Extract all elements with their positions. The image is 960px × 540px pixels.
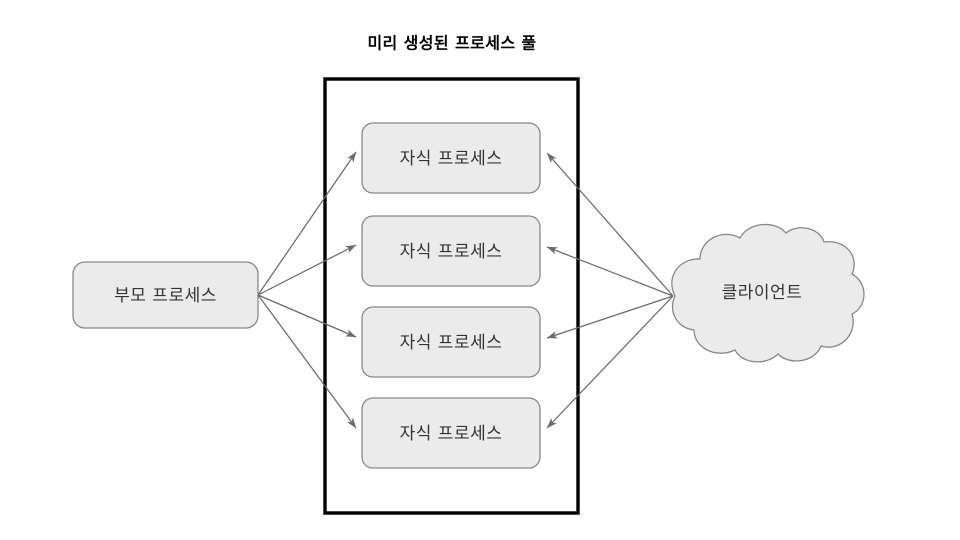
parent-process-label: 부모 프로세스 <box>114 286 217 306</box>
child-process-box-1[interactable] <box>361 122 541 194</box>
node-client-cloud[interactable]: 클라이언트 <box>671 223 865 363</box>
node-child-process-1[interactable]: 자식 프로세스 <box>361 122 541 194</box>
edges-client-to-children <box>546 152 674 429</box>
edges-parent-to-children <box>257 151 357 429</box>
client-cloud-shape[interactable] <box>671 223 865 363</box>
edge-client-to-child-2 <box>546 246 674 297</box>
edge-client-to-child-3 <box>546 295 674 339</box>
node-child-process-4[interactable]: 자식 프로세스 <box>361 397 541 469</box>
edge-parent-to-child-4 <box>257 294 357 429</box>
node-child-process-2[interactable]: 자식 프로세스 <box>361 215 541 287</box>
edge-parent-to-child-2 <box>257 244 357 296</box>
child-process-label-4: 자식 프로세스 <box>400 424 503 444</box>
child-process-box-3[interactable] <box>361 306 541 378</box>
child-process-box-4[interactable] <box>361 397 541 469</box>
edge-client-to-child-1 <box>546 152 674 297</box>
edge-parent-to-child-1 <box>257 151 357 296</box>
node-child-process-3[interactable]: 자식 프로세스 <box>361 306 541 378</box>
diagram-title: 미리 생성된 프로세스 풀 <box>367 34 536 53</box>
child-process-box-2[interactable] <box>361 215 541 287</box>
node-parent-process[interactable]: 부모 프로세스 <box>72 261 259 329</box>
process-pool-frame <box>323 77 580 515</box>
edge-client-to-child-4 <box>546 295 674 429</box>
child-process-label-1: 자식 프로세스 <box>400 149 503 169</box>
edge-parent-to-child-3 <box>257 294 357 338</box>
client-label: 클라이언트 <box>722 283 803 303</box>
child-process-label-3: 자식 프로세스 <box>400 333 503 353</box>
child-process-label-2: 자식 프로세스 <box>400 242 503 262</box>
parent-process-box[interactable] <box>72 261 259 329</box>
